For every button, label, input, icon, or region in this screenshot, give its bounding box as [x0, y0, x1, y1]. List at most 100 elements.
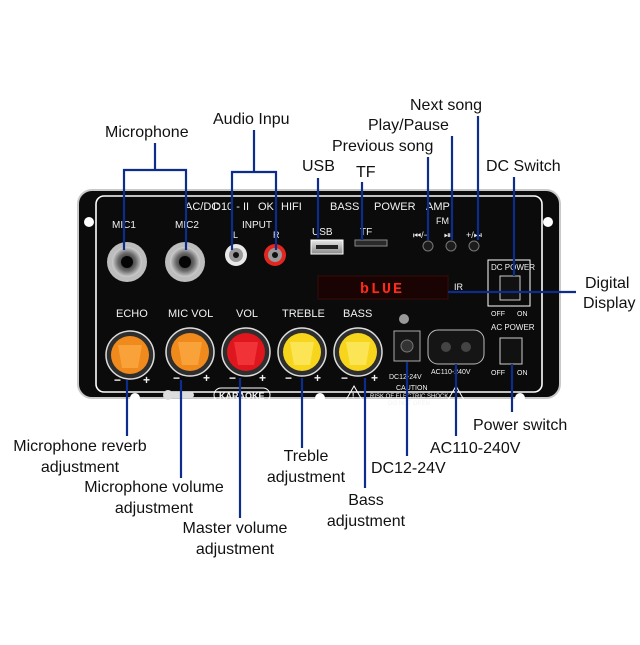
- mic-vol-knob[interactable]: [165, 327, 215, 377]
- micvol-plus: +: [203, 371, 210, 385]
- mount-hole: [130, 393, 140, 403]
- rca-left-jack[interactable]: [225, 244, 247, 266]
- vol-knob[interactable]: [221, 327, 271, 377]
- vol-plus: +: [259, 371, 266, 385]
- caution-line2: DO NOT OPEN: [388, 401, 430, 407]
- ok-label: OK: [258, 201, 275, 213]
- mount-hole: [543, 217, 553, 227]
- mic2-label: MIC2: [175, 220, 199, 231]
- echo-minus: −: [114, 373, 121, 387]
- bass-knob[interactable]: [333, 327, 383, 377]
- dc-power-switch[interactable]: [499, 275, 521, 301]
- callout-microphone: Microphone: [105, 124, 189, 141]
- acdc-label: AC/DC: [185, 201, 219, 213]
- amp-label: AMP: [426, 201, 450, 213]
- mount-hole: [84, 217, 94, 227]
- karaoke-logo: KARAOKE: [163, 387, 271, 403]
- callout-tf: TF: [356, 164, 376, 181]
- callout-mic-volume-line2: adjustment: [114, 500, 194, 517]
- treble-minus: −: [285, 371, 292, 385]
- mic1-jack[interactable]: [107, 242, 147, 282]
- callout-ac-voltage: AC110-240V: [430, 440, 521, 457]
- callout-treble: Treble adjustment: [258, 446, 354, 488]
- callout-mic-reverb: Microphone reverb adjustment: [2, 436, 158, 478]
- callout-master-volume-line1: Master volume: [182, 520, 288, 537]
- ac-power-label: AC POWER: [491, 323, 535, 332]
- knob-labels: ECHO MIC VOL VOL TREBLE BASS: [116, 308, 372, 320]
- next-song-button[interactable]: [468, 240, 480, 252]
- echo-plus: +: [143, 373, 150, 387]
- dc-jack-label: DC12-24V: [389, 374, 422, 381]
- fm-label: FM: [436, 216, 449, 226]
- karaoke-text: KARAOKE: [219, 391, 265, 401]
- dc-on-label: ON: [517, 311, 528, 318]
- knob-label-bass: BASS: [343, 308, 372, 320]
- callout-treble-line1: Treble: [283, 448, 329, 465]
- digital-display: [317, 275, 449, 300]
- knob-label-echo: ECHO: [116, 308, 148, 320]
- model-line: AC/DC D10 - II OK HIFI BASS POWER AMP: [185, 201, 450, 213]
- callout-display: Display: [583, 295, 636, 312]
- usb-label: USB: [312, 227, 333, 238]
- callout-leads: [122, 116, 576, 518]
- play-pause-button[interactable]: [445, 240, 457, 252]
- callout-mic-volume-line1: Microphone volume: [84, 479, 224, 496]
- tf-panel-label: TF: [360, 227, 372, 238]
- callout-master-volume-line2: adjustment: [195, 541, 275, 558]
- knob-scale-marks: − + − + − + − + − +: [114, 371, 378, 387]
- callout-bass: Bass adjustment: [318, 490, 414, 532]
- tf-slot[interactable]: [354, 239, 388, 247]
- mic2-jack[interactable]: [165, 242, 205, 282]
- callout-next-song: Next song: [410, 97, 483, 114]
- ac-off-label: OFF: [491, 370, 505, 377]
- mount-hole: [515, 393, 525, 403]
- ac-power-switch[interactable]: [499, 337, 523, 365]
- callout-dc-switch: DC Switch: [486, 158, 561, 175]
- previous-song-button[interactable]: [422, 240, 434, 252]
- input-label: INPUT: [242, 220, 272, 231]
- caution-line1: RISK OF ELECTRIC SHOCK: [370, 394, 448, 400]
- knob-label-treble: TREBLE: [282, 308, 325, 320]
- callout-previous-song: Previous song: [332, 138, 434, 155]
- ac-inlet-label: AC110-240V: [431, 369, 471, 376]
- callout-usb: USB: [302, 158, 335, 175]
- screw: [399, 314, 409, 324]
- hifi-label: HIFI: [281, 201, 302, 213]
- callout-dc-voltage: DC12-24V: [371, 460, 446, 477]
- bass-model-label: BASS: [330, 201, 359, 213]
- callout-audio-input: Audio Inpu: [213, 111, 290, 128]
- callout-mic-reverb-line2: adjustment: [40, 459, 120, 476]
- display-text: bLUE: [360, 281, 404, 298]
- next-button-label: +/⏭: [466, 230, 482, 240]
- dc-off-label: OFF: [491, 311, 505, 318]
- knob-label-mic-vol: MIC VOL: [168, 308, 213, 320]
- callout-mic-reverb-line1: Microphone reverb: [13, 438, 147, 455]
- dc-switch-frame: [487, 259, 531, 307]
- bass-minus: −: [341, 371, 348, 385]
- power-label: POWER: [374, 201, 416, 213]
- input-l-label: L: [233, 230, 238, 240]
- echo-knob[interactable]: [105, 330, 155, 380]
- treble-plus: +: [314, 371, 321, 385]
- callout-treble-line2: adjustment: [266, 469, 346, 486]
- caution-title: CAUTION: [396, 385, 428, 392]
- callout-digital: Digital: [585, 275, 630, 292]
- micvol-minus: −: [173, 371, 180, 385]
- play-button-label: ⏯: [444, 230, 451, 240]
- treble-knob[interactable]: [277, 327, 327, 377]
- ac-inlet[interactable]: [427, 329, 485, 365]
- bass-plus: +: [371, 371, 378, 385]
- mount-hole: [315, 393, 325, 403]
- callout-bass-line1: Bass: [348, 492, 384, 509]
- rca-right-jack[interactable]: [264, 244, 286, 266]
- knob-label-vol: VOL: [236, 308, 258, 320]
- callout-mic-volume: Microphone volume adjustment: [74, 477, 234, 519]
- callout-power-switch: Power switch: [473, 417, 568, 434]
- callout-master-volume: Master volume adjustment: [172, 518, 298, 560]
- prev-button-label: ⏮/−: [413, 230, 429, 240]
- ac-on-label: ON: [517, 370, 528, 377]
- ir-label: IR: [454, 282, 464, 292]
- callout-play-pause: Play/Pause: [368, 117, 449, 134]
